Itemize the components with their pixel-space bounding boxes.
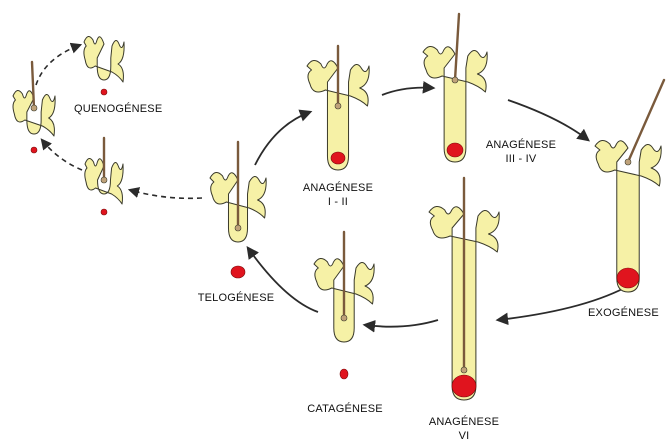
arrow-left-to-kenogen-upper: [36, 45, 80, 85]
arrow-telogen-to-kenogen-lower: [130, 190, 202, 198]
arrow-telogen-to-anagen-1-2: [255, 112, 310, 165]
arrow-kenogen-lower-to-left: [42, 140, 82, 170]
follicle-kenogen-left-club: [31, 105, 37, 111]
label-anagenese-3-4: ANAGÉNESE: [486, 138, 556, 151]
follicle-kenogen-lower-club: [101, 177, 107, 183]
label-anagenese-3-4-stage: III - IV: [506, 153, 537, 165]
follicle-exogen: [595, 80, 664, 292]
follicle-kenogen-left-papilla: [31, 147, 37, 153]
follicle-exogen-club: [625, 159, 631, 165]
follicle-telogen-club: [235, 225, 241, 231]
follicle-anagen-1-2-papilla: [331, 152, 345, 164]
arrow-anagen-3-4-to-exogen: [508, 100, 588, 140]
label-telogenese: TELOGÉNESE: [198, 291, 275, 304]
label-catagenese: CATAGÉNESE: [307, 402, 383, 415]
follicle-kenogen-lower-papilla: [101, 209, 107, 215]
follicle-telogen-papilla: [231, 266, 245, 278]
follicle-catagen: [314, 232, 374, 379]
follicle-kenogen-lower: [85, 138, 123, 215]
follicle-anagen-6: [429, 178, 499, 400]
follicle-anagen-3-4-papilla: [447, 143, 463, 157]
label-anagenese-1-2: ANAGÉNESE: [303, 181, 373, 194]
follicle-anagen-3-4-hair: [455, 14, 459, 80]
follicle-anagen-6-club: [461, 367, 467, 373]
follicle-exogen-papilla: [617, 268, 639, 288]
follicle-anagen-6-papilla: [452, 375, 476, 397]
follicle-anagen-3-4-club: [452, 77, 458, 83]
label-anagenese-6: ANAGÉNESE: [429, 415, 499, 428]
label-anagenese-6-stage: VI: [459, 430, 470, 442]
label-exogenese: EXOGÉNESE: [588, 306, 659, 319]
arrow-anagen-6-to-catagen: [365, 320, 438, 327]
label-anagenese-1-2-stage: I - II: [328, 196, 348, 208]
follicle-anagen-1-2: [307, 46, 369, 170]
follicle-telogen: [210, 142, 266, 278]
follicle-kenogen-upper-body: [84, 36, 124, 82]
follicle-kenogen-left: [13, 62, 55, 153]
follicle-anagen-1-2-club: [335, 103, 341, 109]
follicle-catagen-papilla: [340, 369, 348, 379]
follicle-catagen-club: [341, 315, 347, 321]
follicle-kenogen-upper: [84, 36, 124, 95]
arrow-anagen-1-2-to-3-4: [382, 88, 433, 95]
label-quenogenese: QUENOGÉNESE: [74, 102, 162, 115]
follicle-kenogen-upper-papilla: [101, 89, 107, 95]
